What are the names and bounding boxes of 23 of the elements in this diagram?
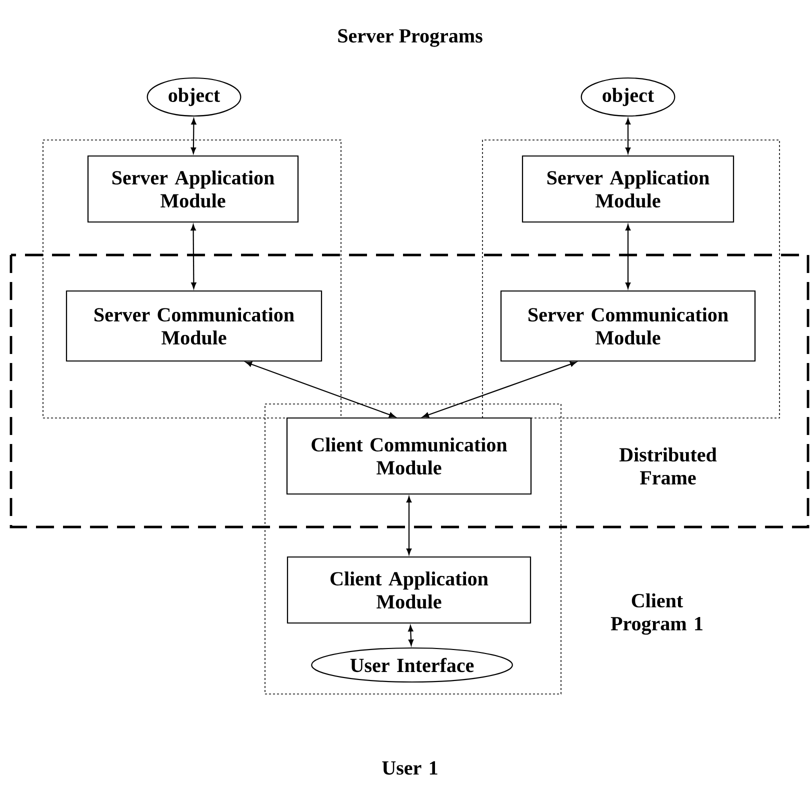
arrow	[406, 496, 412, 555]
node-label: Client Program 1	[610, 593, 702, 635]
module-box: Server Communication Module	[66, 290, 322, 362]
arrow	[625, 118, 631, 154]
ellipse-node: object	[580, 77, 676, 117]
module-box: Server Application Module	[522, 155, 734, 223]
arrow	[625, 224, 631, 289]
module-box: Client Application Module	[286, 556, 532, 624]
arrow	[190, 224, 196, 289]
arrow	[422, 362, 576, 418]
module-box: Client Communication Module	[286, 417, 532, 495]
module-box: Server Communication Module	[500, 290, 756, 362]
program-boundary	[482, 140, 780, 418]
user-label: User 1	[382, 761, 438, 775]
arrow	[408, 625, 414, 646]
ellipse-node: User Interface	[311, 647, 513, 683]
title: Server Programs	[338, 29, 482, 47]
module-box: Server Application Module	[87, 155, 299, 223]
arrow	[246, 362, 396, 418]
arrow	[190, 118, 196, 154]
ellipse-node: object	[146, 77, 242, 117]
frame-label: Distributed Frame	[619, 447, 717, 485]
program-boundary	[42, 140, 342, 418]
